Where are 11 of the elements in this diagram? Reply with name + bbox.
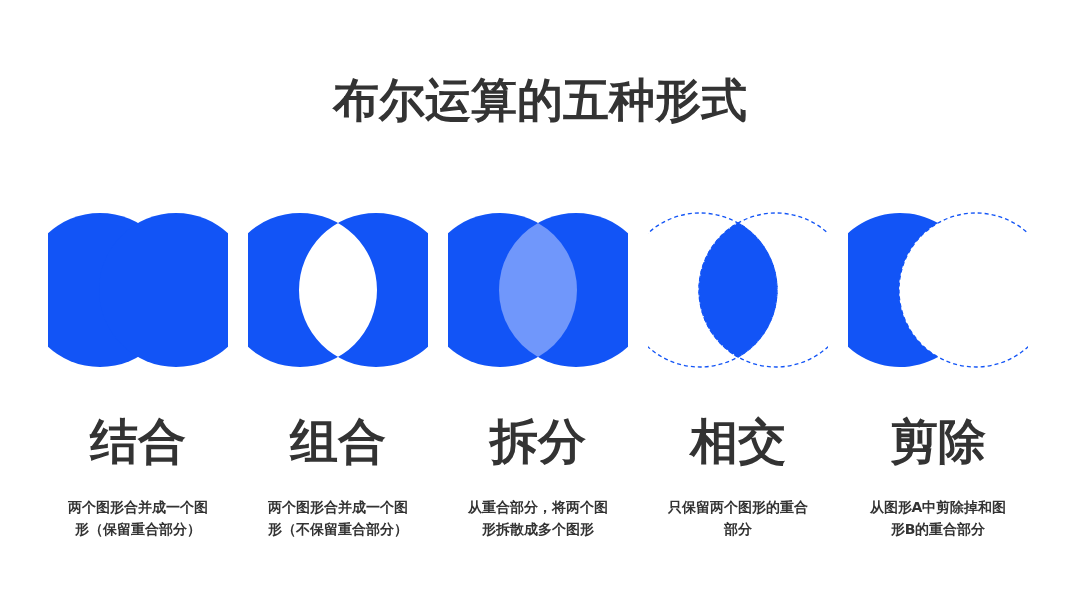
operation-heading: 拆分 [490,412,586,471]
title: 布尔运算的五种形式 [331,72,748,129]
operation-heading: 组合 [290,412,386,471]
operation-description: 从重合部分，将两个图形拆散成多个图形 [467,498,609,539]
operation-description: 两个图形合并成一个图形（保留重合部分） [67,498,209,539]
operation-description: 两个图形合并成一个图形（不保留重合部分） [267,498,409,539]
operation-heading: 剪除 [890,412,986,471]
operation-heading: 相交 [690,412,786,471]
operation-description: 从图形A中剪除掉和图形B的重合部分 [868,498,1008,539]
operation-description: 只保留两个图形的重合部分 [667,498,809,539]
operation-heading: 结合 [90,412,186,471]
